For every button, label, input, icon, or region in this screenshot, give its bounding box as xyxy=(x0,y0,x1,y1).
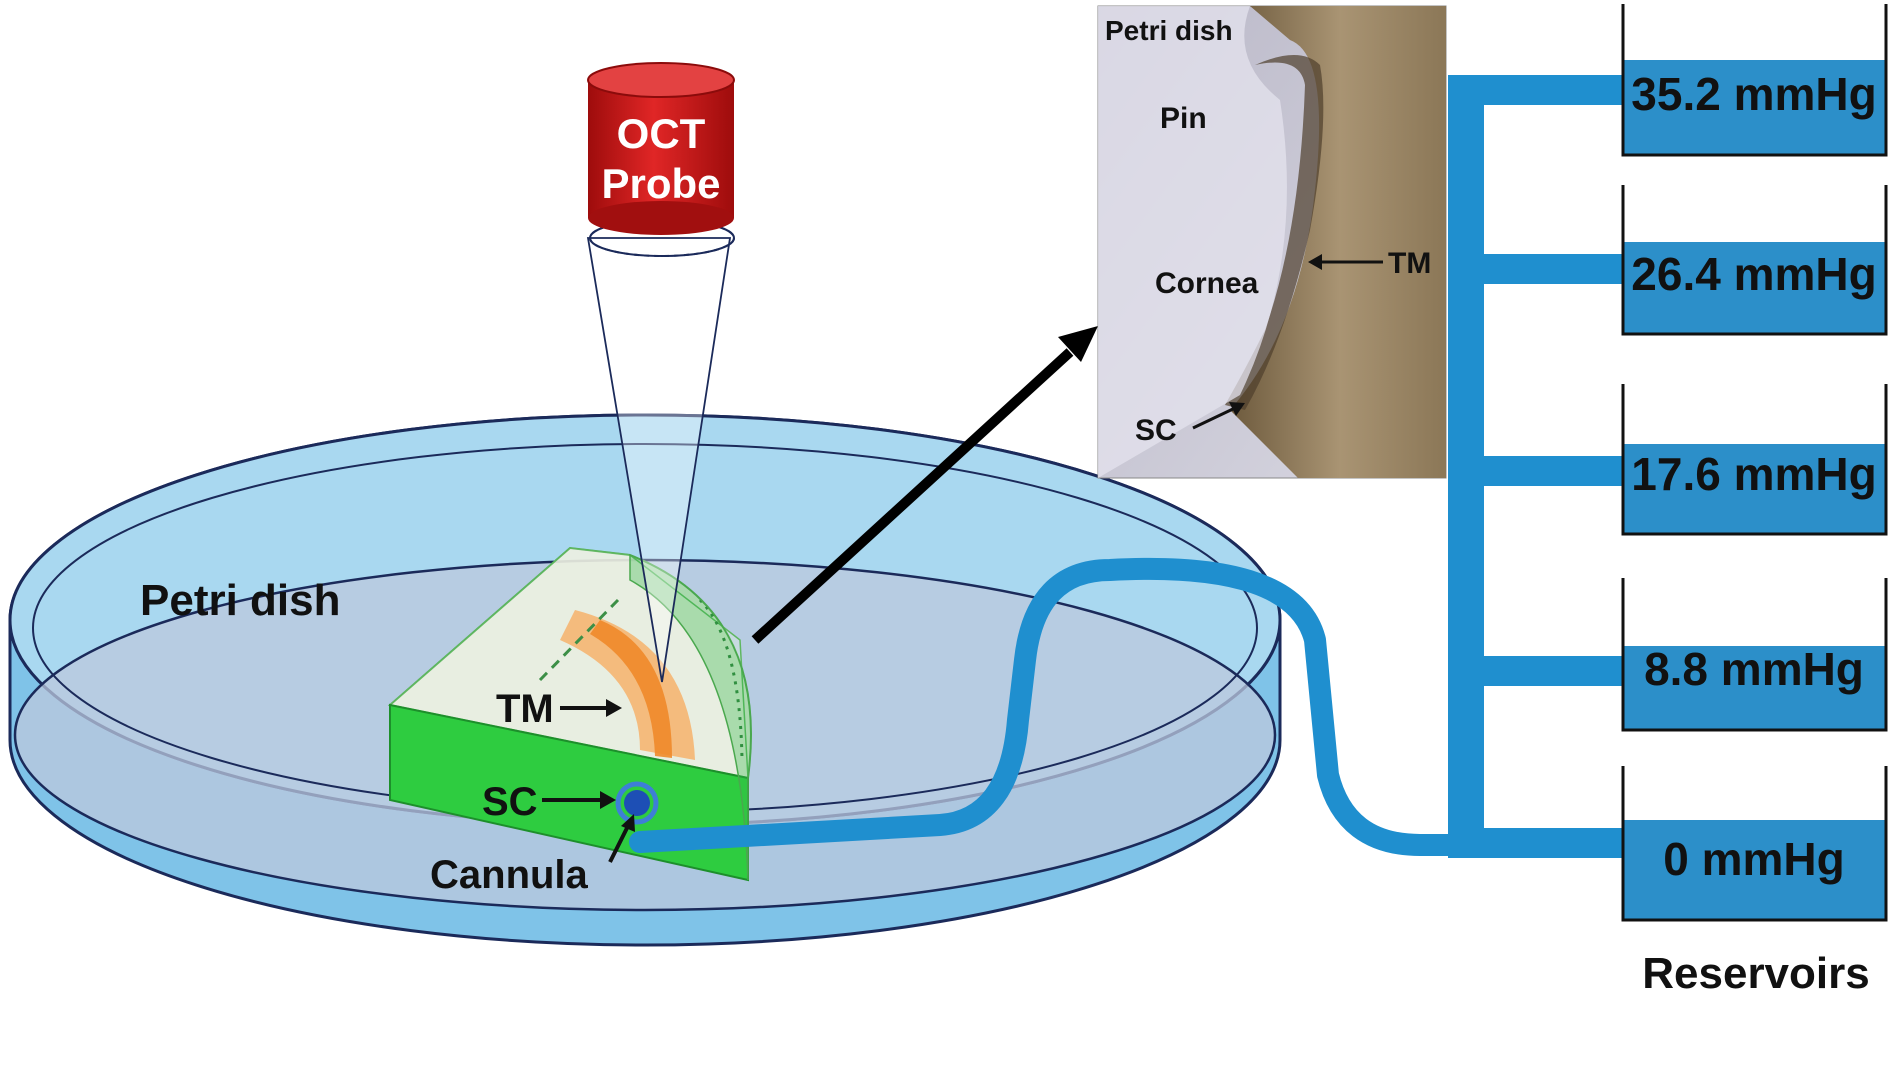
reservoir-pressure-label: 0 mmHg xyxy=(1663,833,1844,885)
manifold-branch-1 xyxy=(1448,75,1630,105)
probe-body xyxy=(588,80,734,218)
tissue-side-face xyxy=(629,553,752,881)
reservoir-pressure-label: 35.2 mmHg xyxy=(1631,68,1876,120)
oct-probe: OCT Probe xyxy=(586,62,735,683)
zoom-arrow xyxy=(751,326,1098,644)
photo-title: Petri dish xyxy=(1105,15,1233,46)
reservoir-walls xyxy=(1621,384,1888,536)
probe-label-line2: Probe xyxy=(601,160,720,207)
photo-tm-arrow-head xyxy=(1308,254,1322,270)
photo-cornea-label: Cornea xyxy=(1155,267,1259,300)
reservoirs: 35.2 mmHg 26.4 mmHg 17.6 mmHg 8.8 mmHg 0… xyxy=(1621,4,1888,998)
photo-sc-arrow-line xyxy=(1192,406,1236,430)
reservoir-8-8: 8.8 mmHg xyxy=(1621,578,1888,732)
probe-top xyxy=(587,62,735,98)
manifold-branch-5 xyxy=(1448,828,1630,858)
petri-dish-label: Petri dish xyxy=(140,576,341,625)
reservoir-walls xyxy=(1621,766,1888,922)
reservoir-fluid xyxy=(1623,242,1886,334)
reservoir-0: 0 mmHg xyxy=(1621,766,1888,922)
zoom-arrow-head xyxy=(1058,326,1098,362)
cannula-tubing xyxy=(629,557,1641,856)
reservoir-35-2: 35.2 mmHg xyxy=(1621,4,1888,157)
petri-dish: Petri dish xyxy=(8,413,1282,947)
sc-label: SC xyxy=(482,780,538,824)
photo-tissue-region xyxy=(1230,6,1446,478)
reservoir-walls xyxy=(1621,4,1888,157)
tissue-dashed-outline-inner xyxy=(538,598,620,682)
reservoir-walls xyxy=(1621,578,1888,732)
reservoir-pressure-label: 26.4 mmHg xyxy=(1631,248,1876,300)
photo-tm-dark-band xyxy=(1225,55,1324,410)
reservoir-manifold xyxy=(1448,75,1630,858)
sc-arrow-head xyxy=(600,791,616,809)
photo-cornea-region xyxy=(1098,6,1287,478)
tissue-photo-inset: Petri dish Pin Cornea TM SC xyxy=(1097,5,1447,479)
photo-sc-arrow-head xyxy=(1229,402,1245,416)
reservoirs-label: Reservoirs xyxy=(1642,949,1869,998)
reservoir-fluid xyxy=(1623,444,1886,534)
probe-label-line1: OCT xyxy=(617,110,706,157)
manifold-branch-4 xyxy=(1448,656,1630,686)
cannula-arrow-line xyxy=(608,825,630,863)
manifold-branch-3 xyxy=(1448,456,1630,486)
reservoir-walls xyxy=(1621,185,1888,336)
schlemms-canal-ring xyxy=(615,781,659,825)
reservoir-17-6: 17.6 mmHg xyxy=(1621,384,1888,536)
zoom-arrow-line xyxy=(751,348,1074,644)
reservoir-fluid xyxy=(1623,646,1886,730)
reservoir-fluid xyxy=(1623,60,1886,155)
reservoir-26-4: 26.4 mmHg xyxy=(1621,185,1888,336)
probe-bottom xyxy=(588,201,734,235)
oct-beam-cone xyxy=(586,237,732,683)
reservoir-pressure-label: 17.6 mmHg xyxy=(1631,448,1876,500)
cannula-label: Cannula xyxy=(430,853,589,897)
reservoir-fluid xyxy=(1623,820,1886,920)
photo-pin-label: Pin xyxy=(1160,102,1207,135)
manifold-branch-2 xyxy=(1448,254,1630,284)
trabecular-meshwork-core xyxy=(590,620,672,758)
cannula-arrow-head xyxy=(621,814,635,832)
schlemms-canal-marker xyxy=(624,790,650,816)
tissue-annotations: TM SC Cannula xyxy=(430,687,635,897)
photo-tm-label: TM xyxy=(1388,247,1431,280)
tm-arrow-head xyxy=(606,699,622,717)
reservoir-pressure-label: 8.8 mmHg xyxy=(1644,643,1864,695)
tm-label: TM xyxy=(496,687,554,731)
photo-sc-label: SC xyxy=(1135,414,1177,447)
